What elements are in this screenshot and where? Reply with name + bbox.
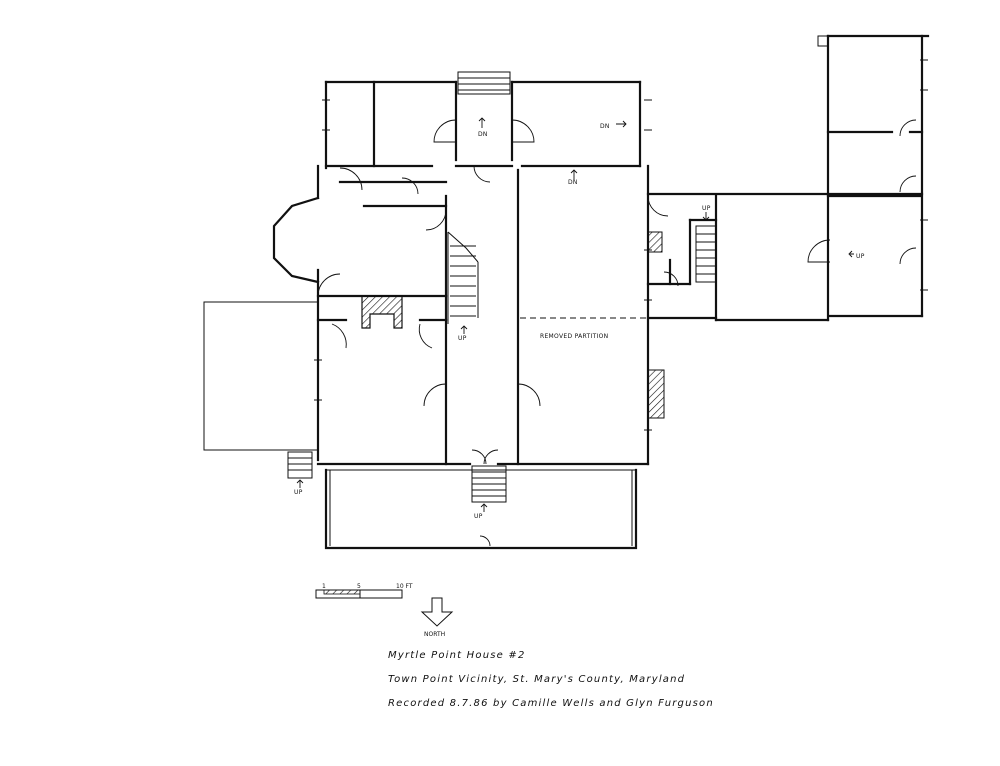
label-removed-partition: REMOVED PARTITION (540, 333, 608, 340)
north-label: NORTH (424, 631, 445, 638)
title-line-1: Myrtle Point House #2 (388, 650, 526, 661)
main-house-walls (272, 80, 650, 466)
window-ticks (314, 59, 928, 431)
label-arrows (296, 117, 854, 512)
south-porch (324, 468, 638, 550)
west-shed-outline (203, 301, 318, 451)
label-up-main-stair: UP (458, 335, 467, 342)
label-dn-hall: DN (568, 179, 578, 186)
chimneys (361, 231, 665, 419)
label-up-west: UP (294, 489, 303, 496)
north-arrow: NORTH (420, 597, 454, 638)
scale-label-1: 1 (322, 583, 326, 590)
title-block: Myrtle Point House #2 Town Point Vicinit… (388, 650, 714, 709)
stair-steps (287, 71, 511, 503)
title-line-3: Recorded 8.7.86 by Camille Wells and Gly… (388, 698, 714, 709)
scale-bar: 1 5 10 FT (315, 583, 413, 599)
east-wing-walls (646, 34, 930, 322)
label-dn-north-room: DN (600, 123, 610, 130)
label-up-porch: UP (474, 513, 483, 520)
label-up-east-wing: UP (856, 253, 865, 260)
scale-label-10ft: 10 FT (396, 583, 413, 590)
plan-labels: DN DN DN UP UP UP UP UP REMOVED PARTITIO… (294, 123, 865, 520)
label-dn-north-stair: DN (478, 131, 488, 138)
label-up-east-stair: UP (702, 205, 711, 212)
scale-label-5: 5 (357, 583, 361, 590)
east-stair (695, 225, 717, 283)
door-swings (317, 119, 917, 547)
title-line-2: Town Point Vicinity, St. Mary's County, … (388, 674, 685, 685)
